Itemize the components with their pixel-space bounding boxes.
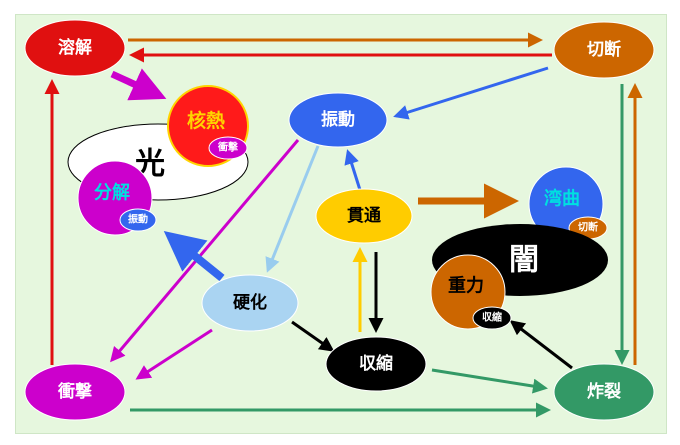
node-shindo: 振動 (288, 92, 388, 148)
node-shogeki-label: 衝撃 (57, 381, 92, 402)
arrow-setsudan-to-shindo (393, 66, 549, 120)
arrow-shindo-to-koka (265, 145, 320, 273)
arrows (44, 32, 643, 418)
arrow-koka-to-shogeki (135, 328, 213, 380)
node-wankyoku-label: 湾曲 (544, 188, 580, 210)
node-shogeki: 衝撃 (24, 363, 126, 421)
node-yokai-label: 溶解 (58, 37, 92, 58)
node-yokai: 溶解 (24, 19, 126, 77)
node-shukushuku-label: 収縮 (359, 353, 393, 374)
node-bunkai: 分解 振動 (77, 160, 157, 236)
node-bunkai-label: 分解 (94, 182, 130, 204)
arrow-shukushuku-to-sakuretsu (431, 368, 548, 394)
arrow-kantsu-to-shindo (344, 149, 362, 191)
node-kantsu-label: 貫通 (347, 206, 381, 226)
node-yami-label: 闇 (509, 243, 539, 278)
node-wankyoku: 湾曲 切断 (528, 166, 608, 242)
arrow-koka-to-bunkai (163, 230, 225, 282)
node-bunkai-sub-label: 振動 (128, 213, 148, 226)
node-juryoku-sub-label: 収縮 (482, 311, 502, 324)
node-sakuretsu: 炸裂 (553, 363, 655, 421)
node-wankyoku-sub-label: 切断 (578, 221, 598, 234)
node-kakunetsu-label: 核熱 (187, 109, 225, 132)
node-setsudan: 切断 (553, 21, 655, 79)
arrow-sakuretsu-to-juryoku (509, 320, 573, 370)
node-shindo-label: 振動 (321, 109, 355, 130)
node-kakunetsu-sub-label: 衝撃 (217, 141, 238, 154)
arrow-yokai-to-kakunetsu (110, 68, 167, 101)
node-juryoku: 重力 収縮 (430, 254, 512, 330)
arrow-koka-to-shukushuku (291, 320, 335, 352)
node-koka: 硬化 (201, 274, 299, 332)
node-setsudan-label: 切断 (587, 39, 621, 60)
node-kantsu: 貫通 (315, 188, 413, 244)
node-kakunetsu: 核熱 衝撃 (167, 85, 249, 167)
node-shukushuku: 収縮 (325, 336, 427, 392)
node-koka-label: 硬化 (233, 292, 267, 313)
node-juryoku-label: 重力 (448, 275, 484, 297)
node-sakuretsu-label: 炸裂 (587, 381, 621, 402)
